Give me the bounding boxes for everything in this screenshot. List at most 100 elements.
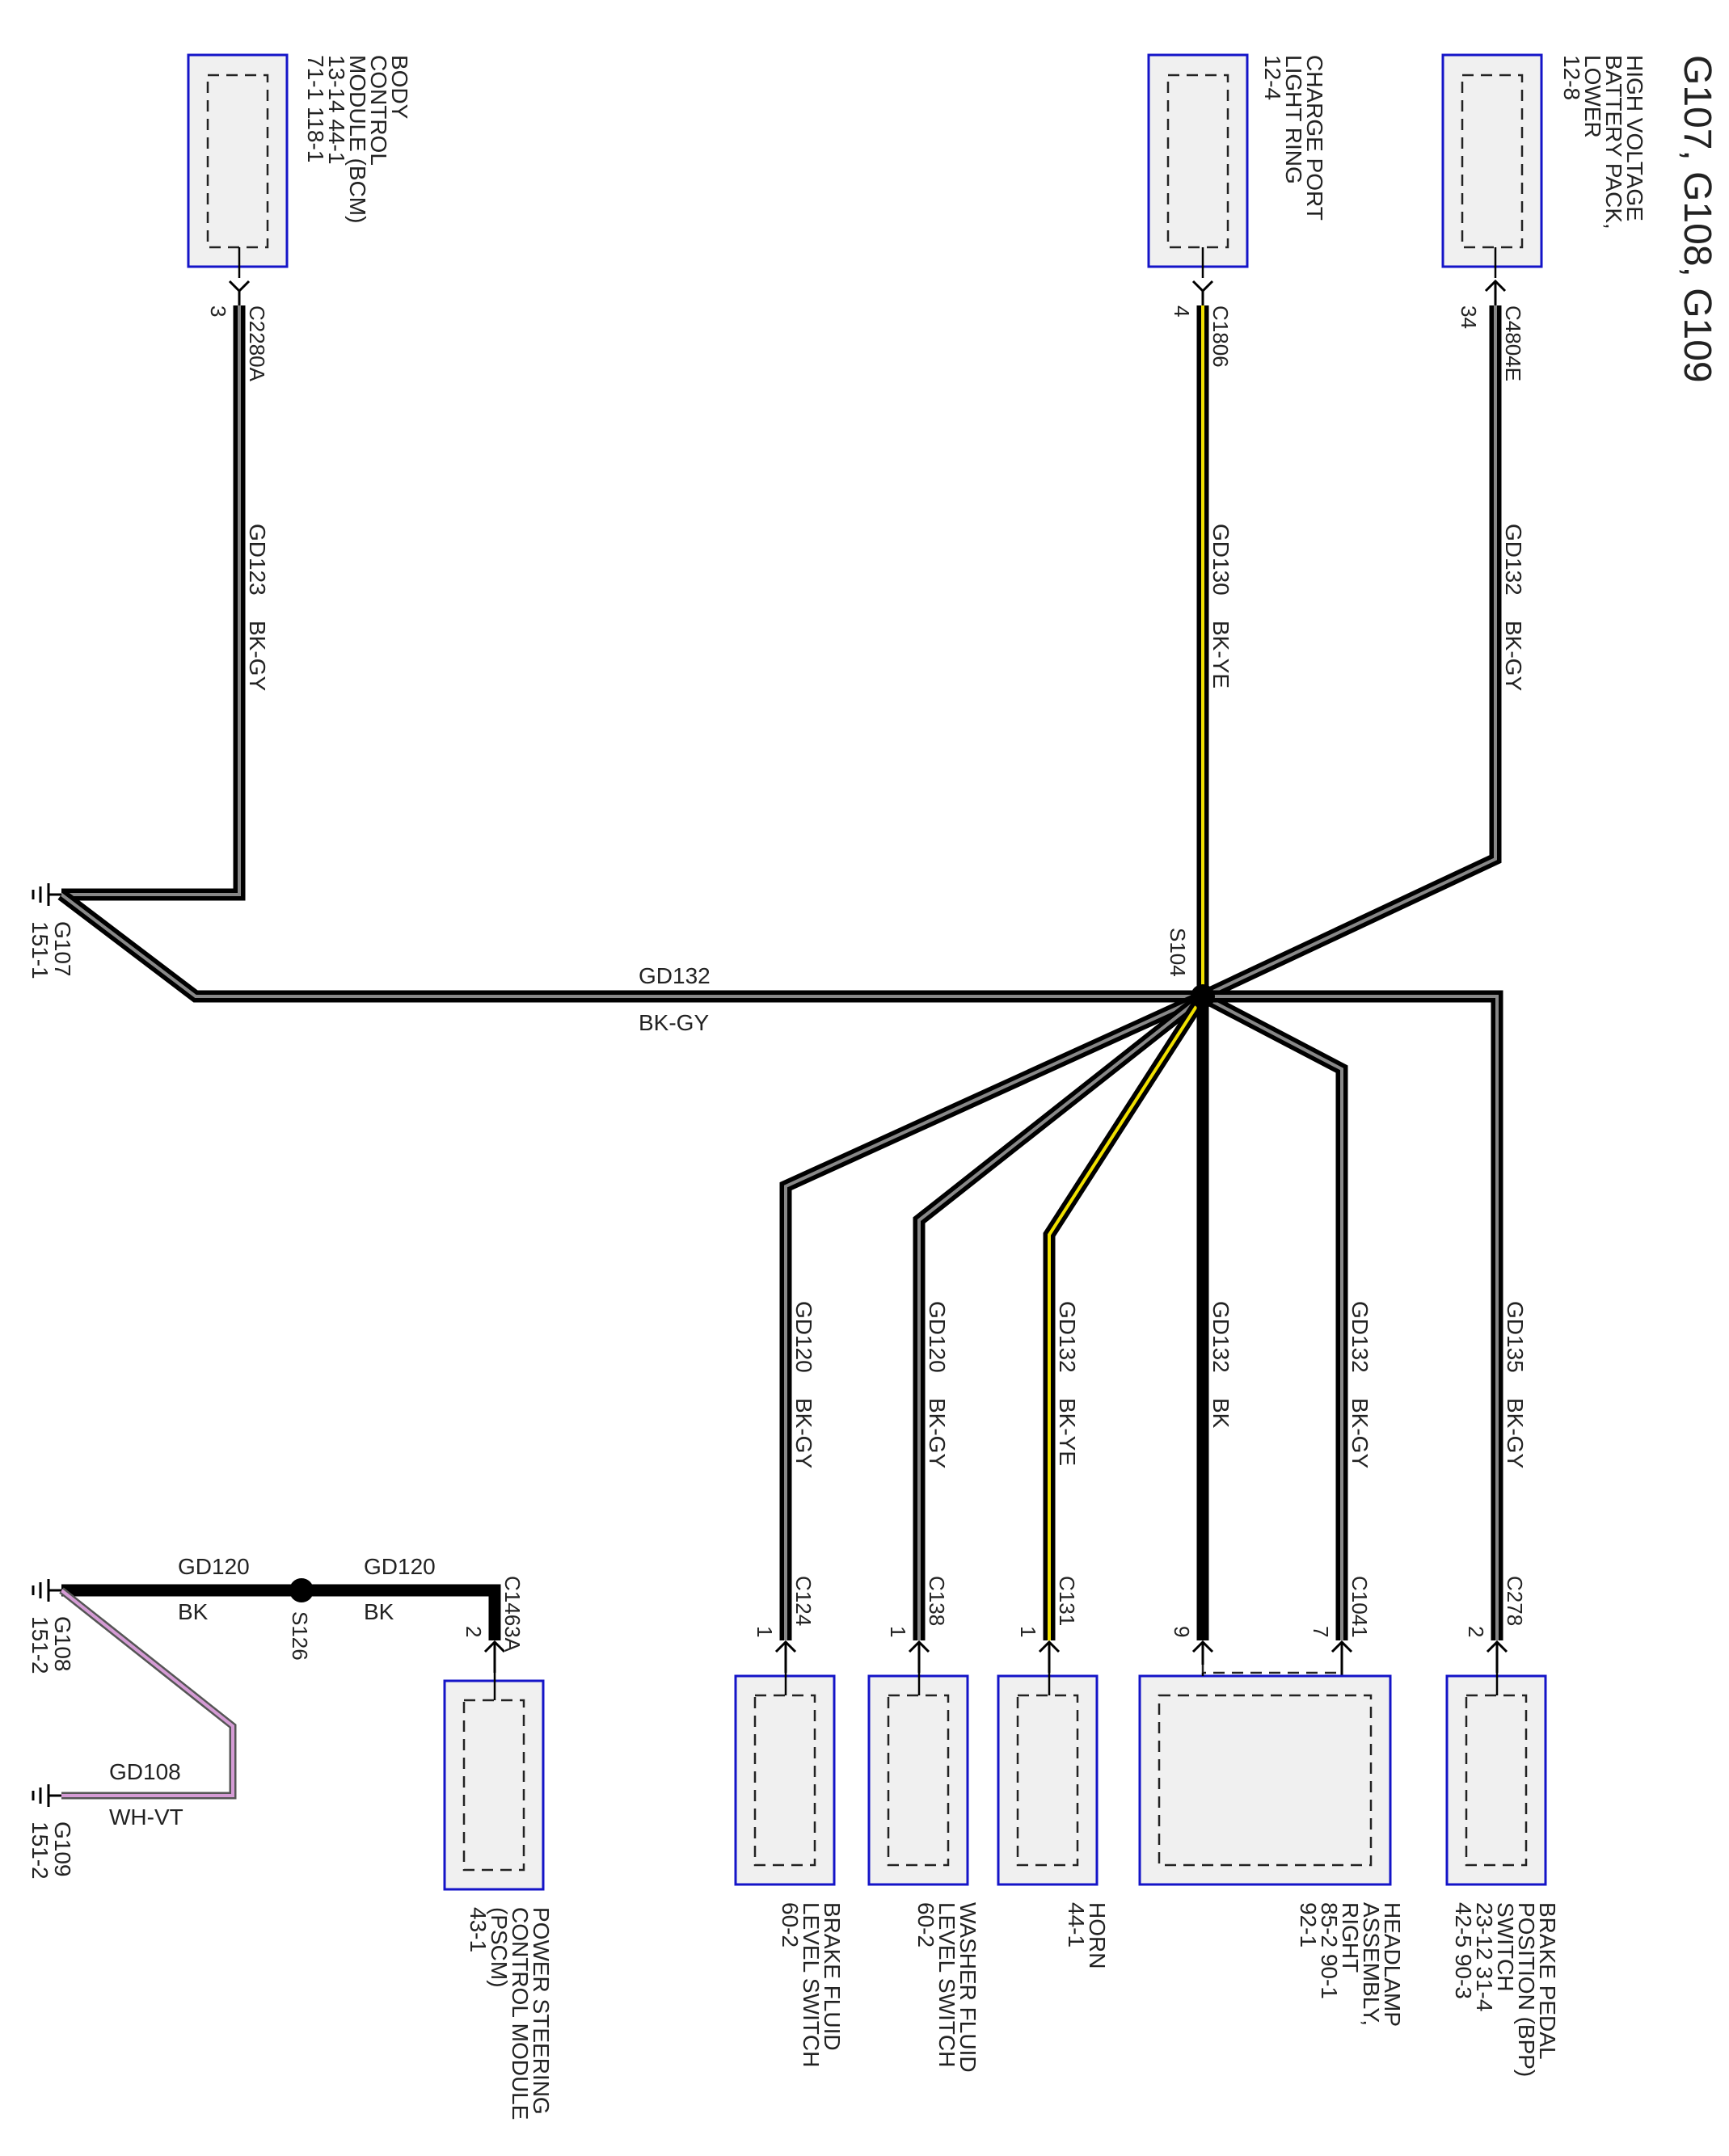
component-label: 43-1 [466,1907,491,1952]
wire-color-label: BK-GY [925,1398,950,1468]
ground-label: G109 [50,1821,75,1877]
component-label: MODULE (BCM) [345,55,370,223]
component-label: (PSCM) [487,1907,512,1988]
ground-g107-icon [32,883,61,906]
pin-label: 9 [1170,1626,1194,1637]
wire-circuit-label: GD120 [925,1301,950,1373]
component-label: 85-2 90-1 [1317,1902,1342,1999]
wire-circuit-label: GD135 [1503,1301,1528,1373]
connector-label: C124 [791,1576,816,1626]
component-label: HORN [1085,1902,1110,1969]
component-label: BODY [387,55,412,120]
connector-label: C4804E [1501,305,1525,381]
pin-label: 2 [1464,1626,1488,1637]
component-label: 13-14 44-1 [324,55,349,164]
component-label: 23-12 31-4 [1472,1902,1497,2011]
ground-ref-label: 151-1 [27,921,53,979]
pin-label: 1 [1016,1626,1040,1637]
component-label: HEADLAMP [1380,1902,1405,2027]
component-label: BRAKE PEDAL [1535,1902,1560,2060]
component-bcm [187,53,289,305]
component-hv-battery [1441,53,1543,305]
wire-circuit-label: GD132 [639,963,711,988]
component-label: CONTROL MODULE [508,1907,533,2120]
component-label: 92-1 [1296,1902,1321,1948]
component-label: BATTERY PACK, [1601,55,1626,229]
ground-g108-icon [32,1579,61,1602]
wire-color-label: BK [1208,1398,1233,1429]
connector-pin-icon [908,1640,930,1673]
pin-label: 4 [1170,305,1194,317]
wire-color-label: BK-GY [245,621,270,691]
splice-s126-dot [289,1578,314,1602]
wire-color-label: WH-VT [109,1804,183,1830]
component-label: 71-1 118-1 [303,55,328,162]
pin-label: 1 [753,1626,777,1637]
pin-label: 3 [206,305,230,317]
component-headlamp [1138,1640,1392,1886]
wire-color-label: BK-GY [1503,1398,1528,1468]
component-label: CHARGE PORT [1302,55,1327,221]
wire-circuit-label: GD120 [791,1301,816,1373]
wire-circuit-label: GD130 [1208,524,1233,596]
wire-color-label: BK-GY [1501,621,1526,691]
ground-label: G108 [50,1616,75,1672]
component-bpp [1445,1640,1547,1886]
pin-label: 34 [1457,305,1481,329]
wire-brake-fluid [779,991,1206,1640]
wire-bpp [1203,990,1503,1640]
connector-pin-icon [1191,280,1214,305]
component-label: LOWER [1580,55,1605,138]
wire-color-label: BK [178,1599,209,1624]
component-label: 42-5 90-3 [1451,1902,1476,1999]
connector-pin-icon [1191,1640,1214,1665]
component-brake-fluid [734,1640,836,1886]
wire-circuit-label: GD108 [109,1759,181,1784]
connector-label: C1463A [500,1576,525,1653]
splice-s104-dot [1191,984,1215,1009]
component-label: ASSEMBLY, [1359,1902,1384,2026]
component-washer-fluid [867,1640,969,1886]
wire-circuit-label: GD120 [364,1554,436,1579]
component-label: 12-4 [1260,55,1285,100]
component-label: RIGHT [1338,1902,1363,1973]
component-charge-port [1147,53,1249,305]
wire-headlamp-7 [1200,991,1348,1640]
component-pscm [443,1640,545,1891]
wire-horn [1043,992,1208,1640]
component-label: 12-8 [1559,55,1584,100]
wire-circuit-label: GD120 [178,1554,250,1579]
connector-label: C131 [1055,1576,1079,1626]
wire-circuit-label: GD123 [245,524,270,596]
component-label: 44-1 [1064,1902,1089,1948]
connector-label: C1041 [1347,1576,1372,1638]
ground-label: G107 [50,921,75,977]
component-label: WASHER FLUID [955,1902,980,2073]
wire-bcm [61,305,246,901]
component-label: POSITION (BPP) [1514,1902,1539,2077]
component-label: BRAKE FLUID [820,1902,845,2051]
ground-g109-icon [32,1784,61,1807]
connector-pin-icon [228,280,251,305]
connector-pin-icon [483,1640,506,1673]
wire-color-label: BK [364,1599,394,1624]
connector-pin-icon [1486,1640,1508,1673]
connector-label: C2280A [245,305,269,382]
wire-color-label: BK-GY [791,1398,816,1468]
connector-pin-icon [774,1640,797,1673]
component-label: SWITCH [1493,1902,1518,1991]
ground-ref-label: 151-2 [27,1821,53,1880]
wire-hv-battery [1200,305,1502,1002]
component-horn [997,1640,1099,1886]
splice-label: S104 [1166,928,1190,977]
component-label: 60-2 [913,1902,938,1948]
wire-color-label: BK-GY [1347,1398,1373,1468]
connector-label: C138 [925,1576,949,1626]
wire-g109 [59,1587,237,1800]
wire-circuit-label: GD132 [1501,524,1526,596]
wire-circuit-label: GD132 [1347,1301,1373,1373]
connector-pin-icon [1484,279,1507,305]
wire-color-label: BK-GY [639,1010,709,1035]
